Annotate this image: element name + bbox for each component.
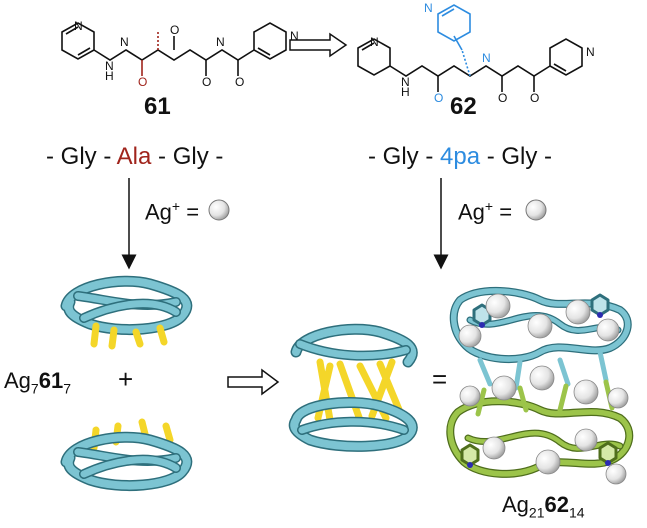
sequence-right-pre: - Gly - [368,143,440,170]
svg-text:O: O [530,91,539,105]
sequence-right-mid: 4pa [440,143,481,170]
product-right-ag: Ag [502,492,529,517]
svg-text:N: N [424,1,433,15]
svg-text:O: O [498,91,507,105]
silver-ion-icon-left [208,199,230,221]
product-right-ligand: 62 [544,492,569,517]
reagent-label-left: Ag+ = [145,198,199,225]
product-label-right: Ag216214 [502,492,585,520]
knot-ag7-61-7-top [60,275,193,350]
svg-text:N: N [370,35,379,49]
svg-text:O: O [170,23,179,37]
svg-text:N: N [120,35,129,49]
cluster-silver-ions [458,293,629,485]
product-right-ag-sub: 21 [528,504,545,521]
reagent-right-base: Ag [458,199,485,225]
product-label-left: Ag7617 [4,368,71,396]
reagent-right-eq: = [493,199,513,225]
equals-sign: = [432,364,448,394]
svg-text:N: N [482,51,491,65]
hollow-arrow-middle [227,368,280,396]
product-left-ag-sub: 7 [30,380,39,397]
svg-text:N: N [105,59,114,73]
silver-ion-icon-right [525,199,547,221]
reagent-label-right: Ag+ = [458,198,512,225]
plus-sign: + [118,364,134,394]
sequence-left: - Gly - Ala - Gly - [46,143,223,171]
compound-label-62: 62 [450,93,477,120]
product-left-ag: Ag [4,368,31,393]
svg-text:N: N [290,29,299,43]
svg-text:O: O [235,75,244,89]
svg-text:N: N [401,75,410,89]
sequence-right-post: - Gly - [480,143,553,170]
svg-text:N: N [586,45,595,59]
molecule-62-structure [357,4,583,92]
sequence-left-post: - Gly - [151,143,224,170]
svg-text:O: O [434,91,443,105]
reagent-left-charge: + [171,198,181,214]
product-right-ligand-sub: 14 [568,504,585,521]
sequence-left-pre: - Gly - [46,143,117,170]
reagent-left-base: Ag [145,199,172,225]
reagent-left-eq: = [180,199,200,225]
product-left-ligand: 61 [38,368,64,393]
reagent-right-charge: + [484,198,494,214]
knot-combined-middle [288,323,418,452]
sequence-right: - Gly - 4pa - Gly - [368,143,552,171]
svg-text:O: O [202,75,211,89]
compound-label-61: 61 [144,93,171,120]
hollow-arrow-top [289,32,348,58]
molecule-61-atoms: N NH N O O O O N N [74,19,299,89]
svg-text:N: N [74,19,83,33]
svg-text:N: N [216,35,225,49]
svg-text:O: O [138,75,147,89]
molecule-62-atoms: N N NH O N O O N [370,1,595,105]
product-left-ligand-sub: 7 [63,380,71,397]
svg-text:H: H [401,85,410,99]
sequence-left-mid: Ala [116,143,152,170]
knot-ag7-61-7-bottom [60,418,193,492]
svg-text:H: H [105,69,114,83]
molecule-61-structure [61,22,287,76]
